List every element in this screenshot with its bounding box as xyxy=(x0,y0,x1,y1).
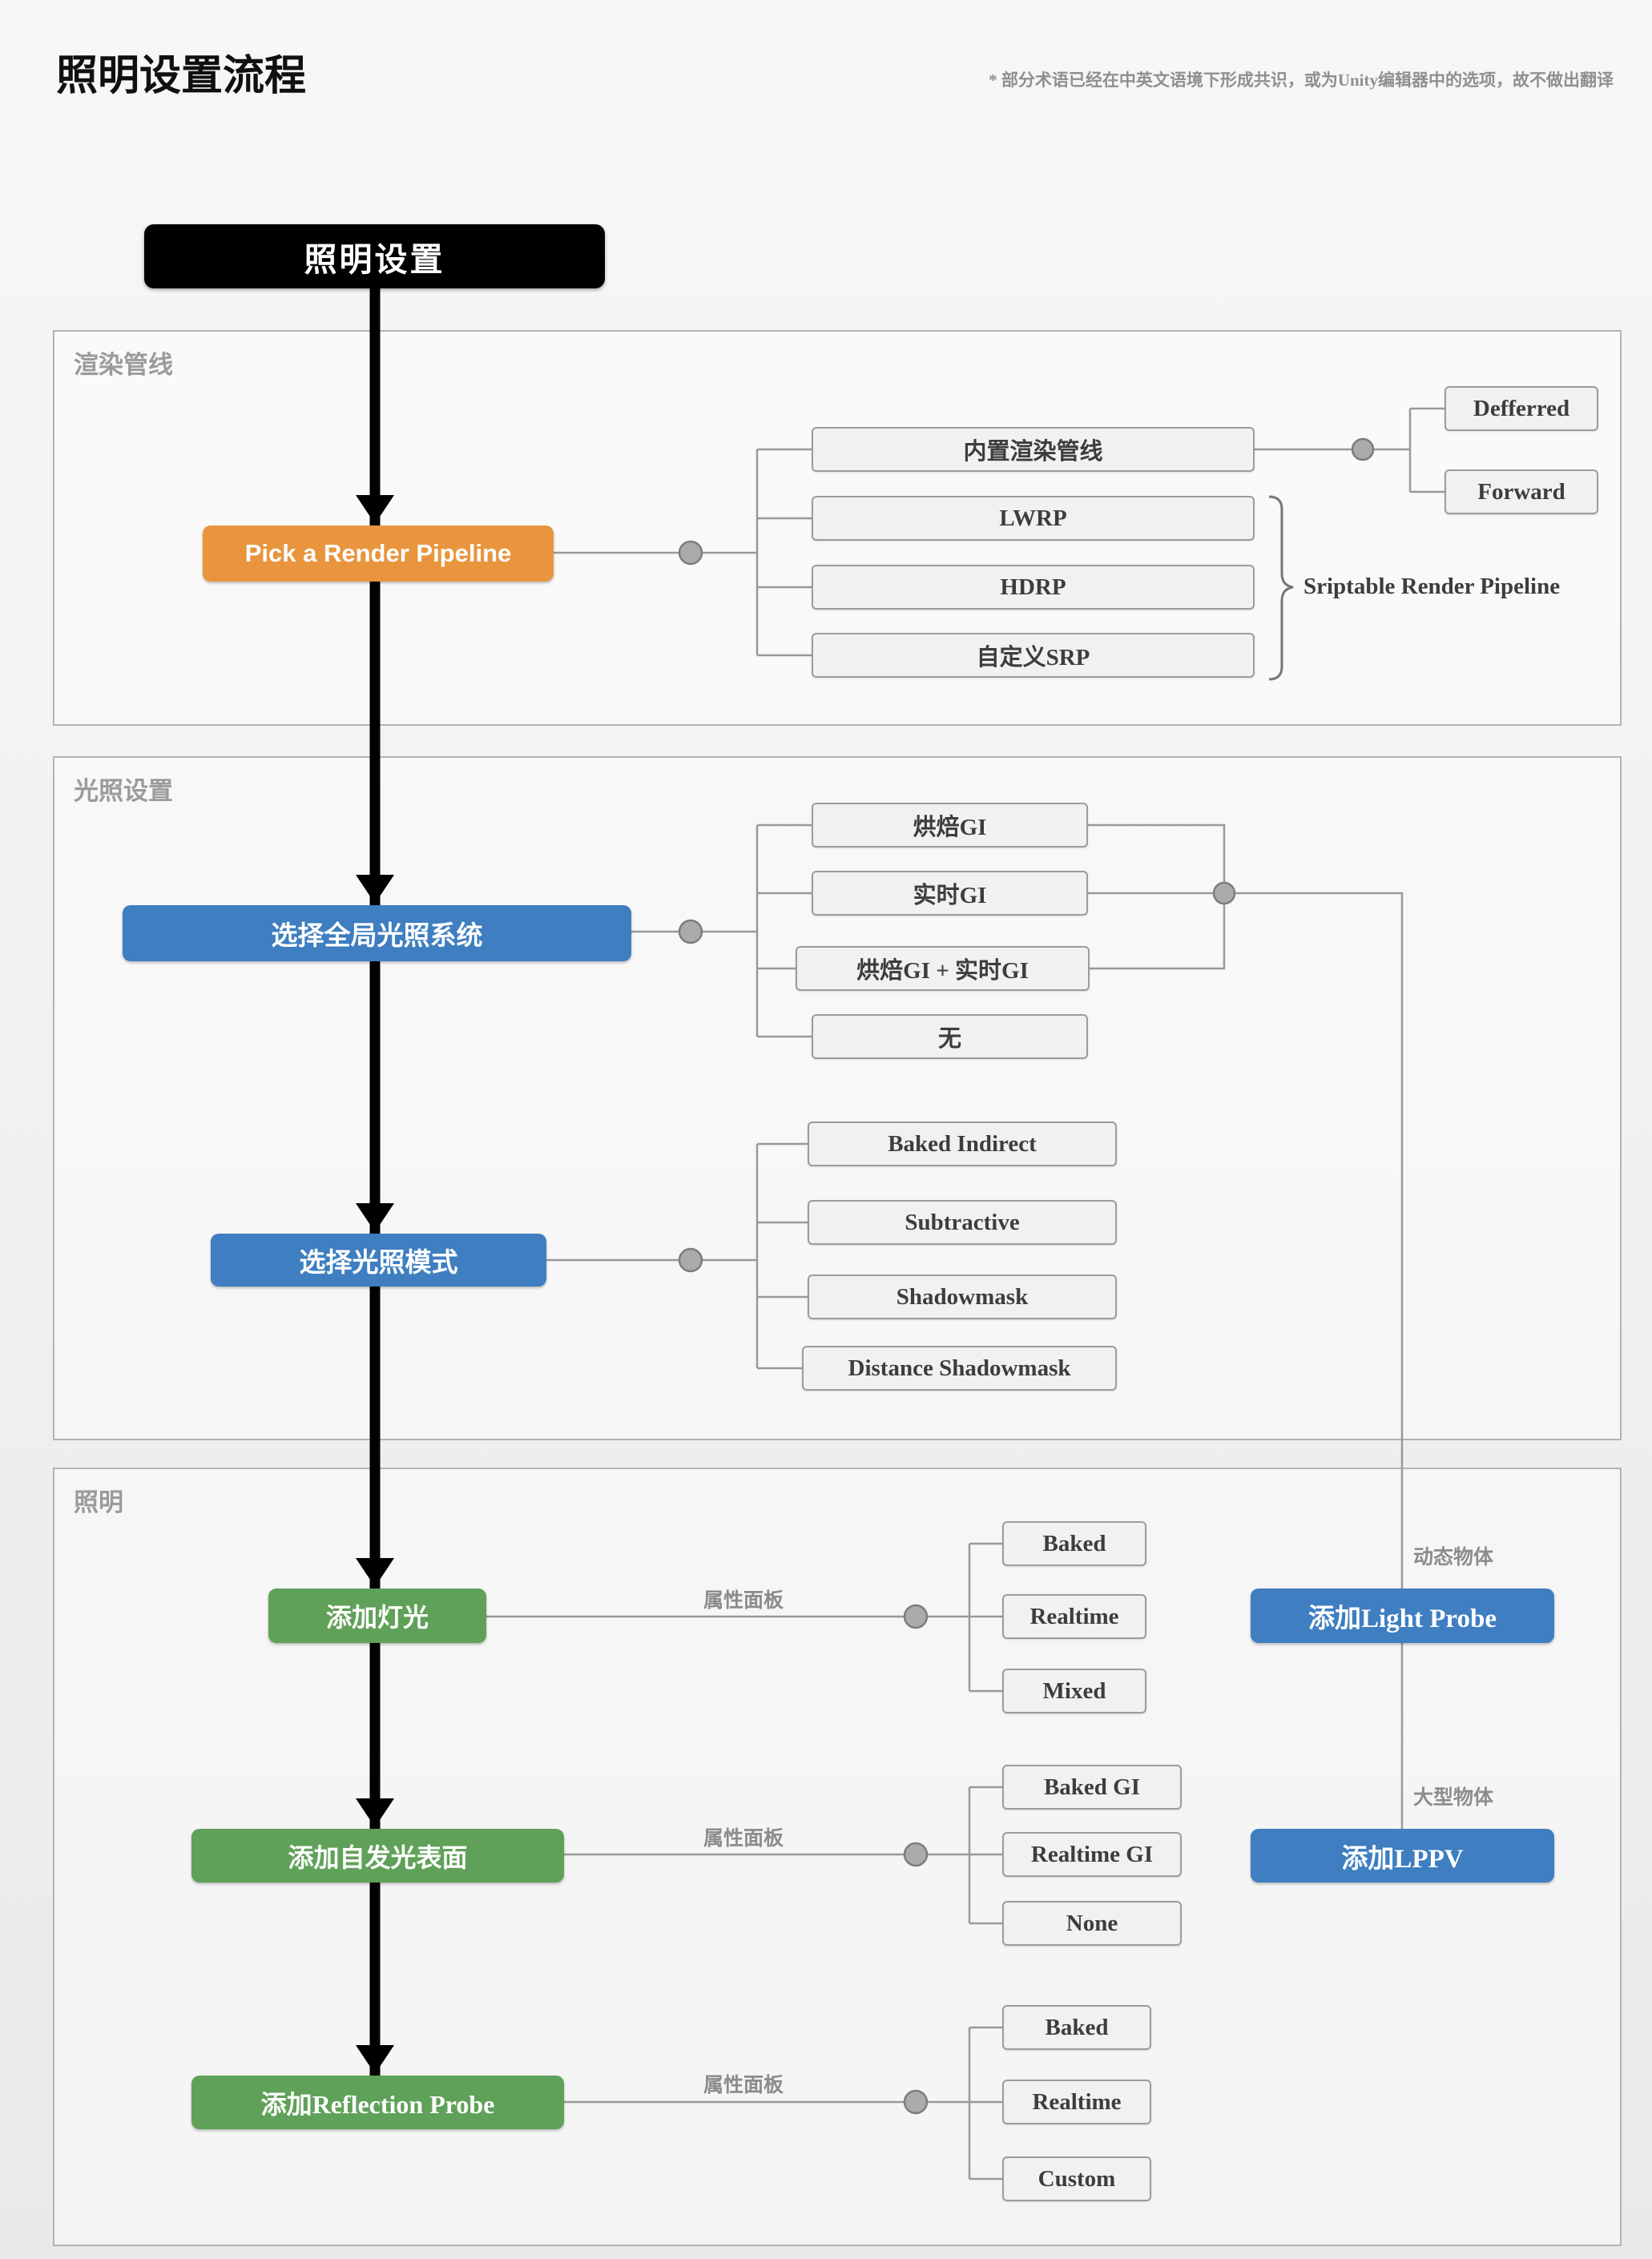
junction-dots xyxy=(678,437,1375,2115)
node-pick-render-pipeline: Pick a Render Pipeline xyxy=(203,525,554,582)
page-title: 照明设置流程 xyxy=(56,54,307,99)
node-deferred: Defferred xyxy=(1444,386,1598,431)
node-light-realtime: Realtime xyxy=(1002,1594,1146,1639)
node-choose-lighting-mode: 选择光照模式 xyxy=(211,1234,546,1287)
node-choose-gi-system: 选择全局光照系统 xyxy=(123,905,631,961)
label-dynamic-objects: 动态物体 xyxy=(1413,1547,1494,1568)
srp-brace xyxy=(1268,495,1294,681)
node-hdrp: HDRP xyxy=(812,565,1255,610)
main-flow-arrow xyxy=(356,285,394,2095)
node-add-light-probe: 添加Light Probe xyxy=(1251,1589,1554,1643)
node-emissive-realtime-gi: Realtime GI xyxy=(1002,1832,1182,1877)
node-add-lights: 添加灯光 xyxy=(268,1589,486,1643)
node-distance-shadowmask: Distance Shadowmask xyxy=(802,1346,1117,1391)
node-add-lppv: 添加LPPV xyxy=(1251,1829,1554,1882)
translation-note: * 部分术语已经在中英文语境下形成共识，或为Unity编辑器中的选项，故不做出翻… xyxy=(989,70,1614,90)
node-light-baked: Baked xyxy=(1002,1521,1146,1566)
section-label-lighting-settings: 光照设置 xyxy=(74,777,173,805)
label-property-panel-emissive: 属性面板 xyxy=(703,1828,784,1850)
label-property-panel-lights: 属性面板 xyxy=(703,1590,784,1612)
section-lighting-settings xyxy=(53,756,1622,1440)
node-emissive-none: None xyxy=(1002,1901,1182,1946)
node-add-emissive-surface: 添加自发光表面 xyxy=(191,1829,564,1882)
node-light-mixed: Mixed xyxy=(1002,1669,1146,1713)
node-baked-plus-realtime-gi: 烘焙GI + 实时GI xyxy=(796,946,1090,991)
label-property-panel-reflection: 属性面板 xyxy=(703,2075,784,2096)
node-subtractive: Subtractive xyxy=(808,1200,1117,1245)
node-add-reflection-probe: 添加Reflection Probe xyxy=(191,2076,564,2129)
node-realtime-gi: 实时GI xyxy=(812,871,1088,916)
node-lwrp: LWRP xyxy=(812,496,1255,541)
label-large-objects: 大型物体 xyxy=(1413,1787,1494,1809)
node-builtin-render-pipeline: 内置渲染管线 xyxy=(812,427,1255,472)
srp-brace-label: Sriptable Render Pipeline xyxy=(1303,574,1561,599)
node-lighting-setup-root: 照明设置 xyxy=(144,224,605,288)
section-label-render-pipeline: 渲染管线 xyxy=(74,351,173,379)
node-emissive-baked-gi: Baked GI xyxy=(1002,1765,1182,1810)
node-forward: Forward xyxy=(1444,469,1598,514)
node-baked-indirect: Baked Indirect xyxy=(808,1121,1117,1166)
branch-lines xyxy=(486,407,1444,2180)
node-probe-custom: Custom xyxy=(1002,2156,1151,2201)
node-shadowmask: Shadowmask xyxy=(808,1274,1117,1319)
node-probe-baked: Baked xyxy=(1002,2005,1151,2050)
section-label-lighting: 照明 xyxy=(74,1488,123,1516)
node-baked-gi: 烘焙GI xyxy=(812,803,1088,848)
node-no-gi: 无 xyxy=(812,1014,1088,1059)
node-probe-realtime: Realtime xyxy=(1002,2080,1151,2124)
node-custom-srp: 自定义SRP xyxy=(812,633,1255,678)
